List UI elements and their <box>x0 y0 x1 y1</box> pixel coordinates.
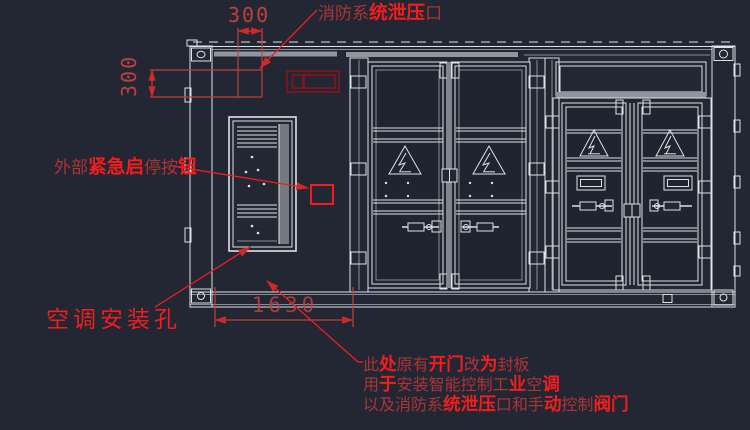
door-handle <box>572 199 614 212</box>
note-line-1: 此处原有开门改为封板 <box>363 354 530 375</box>
warning-triangle-icon <box>579 128 609 157</box>
door-handle <box>460 220 499 233</box>
leader-relief-port <box>259 9 318 69</box>
label-emergency-stop-button: 外部紧急启停按钮 <box>54 156 197 177</box>
right-corner-post <box>711 45 741 308</box>
name-plate <box>576 175 606 191</box>
dimension-text-bottom: 1630 <box>251 293 319 317</box>
note-block: 此处原有开门改为封板 用于安装智能控制工业空调 以及消防系统泄压口和手动控制阀门 <box>363 355 629 415</box>
leader-note <box>266 280 363 363</box>
warning-triangle-icon <box>472 144 506 175</box>
dimension-left-300 <box>148 68 262 99</box>
emergency-button-marker <box>310 184 334 205</box>
dimension-top-300 <box>236 27 264 97</box>
leader-emergency-button <box>171 165 310 190</box>
door-handle <box>649 199 692 212</box>
note-line-2: 用于安装智能控制工业空调 <box>363 374 560 395</box>
label-ac-install-hole: 空调安装孔 <box>46 307 181 332</box>
door-handle <box>402 220 442 233</box>
right-double-door <box>544 57 713 293</box>
note-line-3: 以及消防系统泄压口和手动控制阀门 <box>363 394 629 415</box>
label-fire-relief-port: 消防系统泄压口 <box>318 2 443 23</box>
dimension-bottom-1630 <box>213 287 355 327</box>
relief-port-outline <box>286 70 340 93</box>
dimension-text-top: 300 <box>228 3 271 27</box>
leader-ac-hole <box>154 246 252 308</box>
dimension-text-left: 300 <box>117 54 141 97</box>
warning-triangle-icon <box>388 144 422 175</box>
middle-double-door <box>349 57 546 293</box>
name-plate <box>663 175 693 191</box>
roof <box>186 39 735 57</box>
warning-triangle-icon <box>655 128 685 157</box>
